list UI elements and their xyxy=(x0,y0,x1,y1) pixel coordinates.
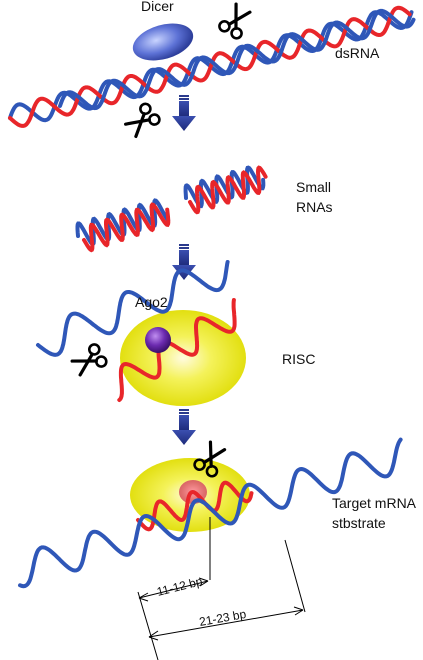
label-target-2: stbstrate xyxy=(332,515,386,531)
scissors-icon xyxy=(68,341,110,380)
ago2-protein xyxy=(145,327,171,353)
dimension-lines xyxy=(137,517,306,660)
risc-complex xyxy=(120,310,246,406)
label-dim-long: 21-23 bp xyxy=(198,607,247,629)
label-small-rnas-1: Small xyxy=(296,179,331,195)
down-arrow-icon xyxy=(172,409,196,445)
dsrna-helix xyxy=(8,5,416,128)
label-dim-short: 11-12 bp xyxy=(155,574,204,599)
label-risc: RISC xyxy=(282,351,315,367)
label-dicer: Dicer xyxy=(141,0,174,14)
label-small-rnas-2: RNAs xyxy=(296,199,333,215)
label-target-1: Target mRNA xyxy=(332,495,417,511)
scissors-icon xyxy=(121,100,164,142)
dicer-enzyme xyxy=(132,23,194,61)
scissors-icon xyxy=(216,0,255,42)
small-rna-duplex-right xyxy=(183,165,268,215)
label-dsrna: dsRNA xyxy=(335,45,380,61)
small-rna-duplex-left xyxy=(75,198,171,253)
down-arrow-icon xyxy=(172,95,196,131)
label-ago2: Ago2 xyxy=(135,294,168,310)
